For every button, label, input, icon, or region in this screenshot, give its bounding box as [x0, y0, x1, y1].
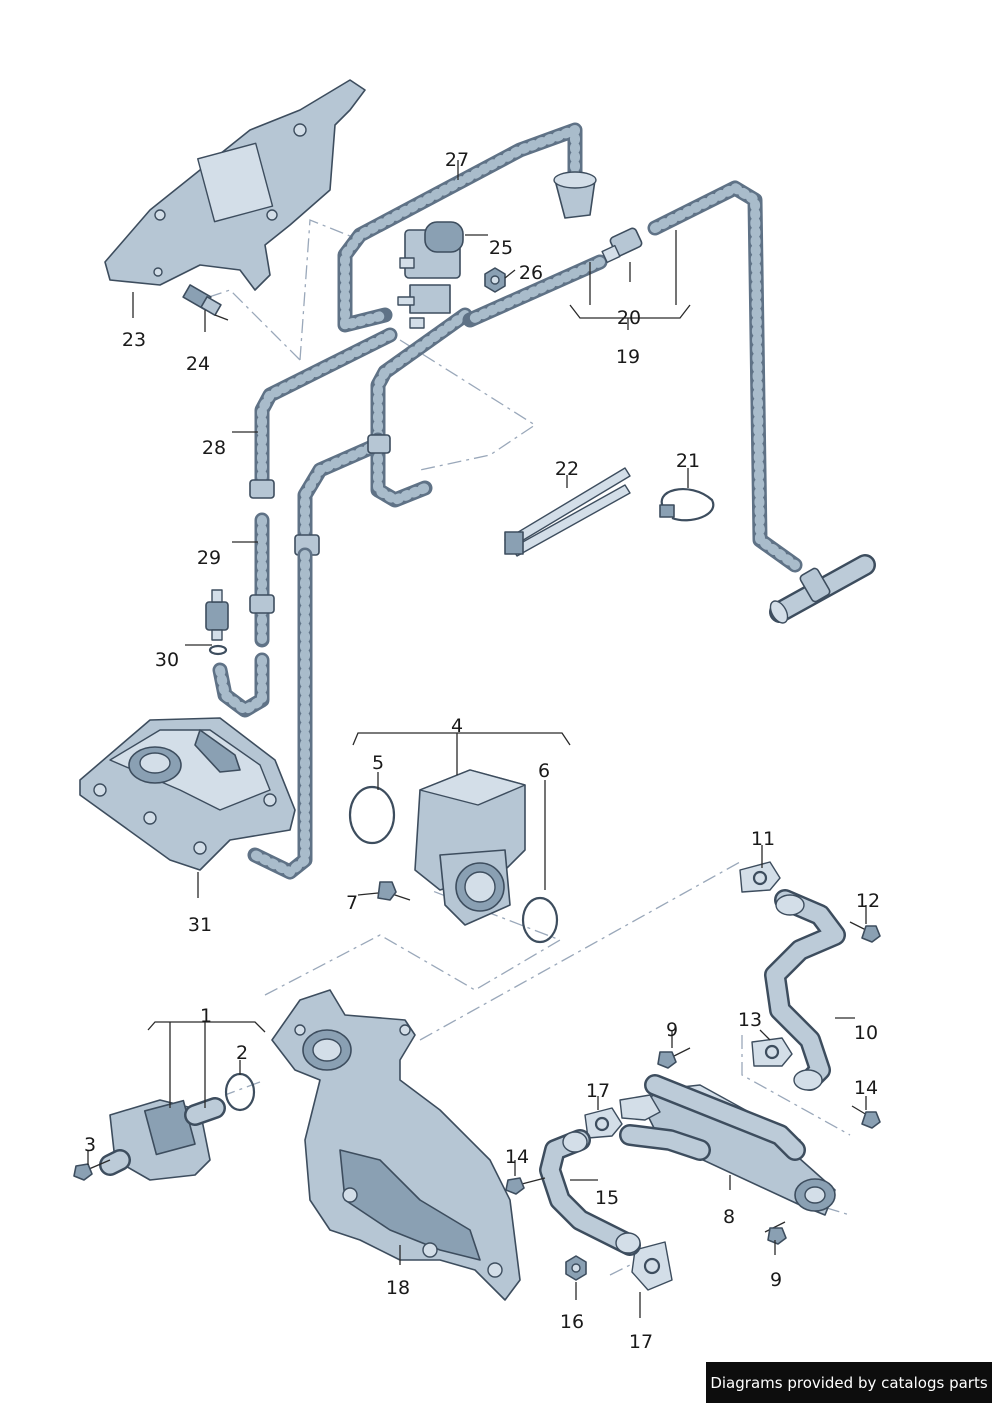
- cap-27: [553, 171, 597, 219]
- cable-tie-22: [504, 467, 631, 557]
- callout-22: 22: [555, 458, 579, 480]
- intake-manifold-18: [271, 989, 521, 1301]
- callout-6: 6: [538, 760, 550, 782]
- callout-24: 24: [186, 353, 210, 375]
- callout-25: 25: [489, 237, 513, 259]
- bolt-3: [73, 1159, 111, 1181]
- callout-17-bottom: 17: [629, 1331, 653, 1353]
- callout-5: 5: [372, 752, 384, 774]
- callout-21: 21: [676, 450, 700, 472]
- callout-3: 3: [84, 1134, 96, 1156]
- bolt-9-top: [657, 1047, 691, 1069]
- bolt-12: [849, 921, 881, 943]
- callout-18: 18: [386, 1277, 410, 1299]
- callout-12: 12: [856, 890, 880, 912]
- gasket-13: [751, 1037, 793, 1067]
- callout-27: 27: [445, 149, 469, 171]
- valve-25: [397, 221, 464, 329]
- egr-cooler-8: [619, 1074, 836, 1216]
- callout-13: 13: [738, 1009, 762, 1031]
- t-connector: [769, 554, 876, 624]
- callout-numbers: 1 2 3 4 5 6 7 8 9 9 10 11 12 13 14 14 15…: [84, 149, 880, 1353]
- gasket-17-top: [584, 1107, 623, 1139]
- credit-banner: Diagrams provided by catalogs parts: [706, 1362, 992, 1403]
- valve-cover-31: [79, 717, 296, 871]
- callout-9-bottom: 9: [770, 1269, 782, 1291]
- bolt-14-left: [505, 1177, 546, 1195]
- callout-1: 1: [200, 1005, 212, 1027]
- leader-lines: [87, 160, 867, 1318]
- callout-14-left: 14: [505, 1146, 529, 1168]
- callout-31: 31: [188, 914, 212, 936]
- callout-10: 10: [854, 1022, 878, 1044]
- hoses-upper: [254, 122, 803, 573]
- bracket-23: [104, 79, 366, 291]
- gasket-17-bottom: [631, 1241, 673, 1291]
- callout-17-top: 17: [586, 1080, 610, 1102]
- callout-7: 7: [346, 892, 358, 914]
- callout-15: 15: [595, 1187, 619, 1209]
- nut-16: [565, 1255, 587, 1281]
- callout-19: 19: [616, 346, 640, 368]
- throttle-body-4: [348, 769, 559, 944]
- callout-14-right: 14: [854, 1077, 878, 1099]
- callout-20: 20: [617, 307, 641, 329]
- filter-30: [205, 589, 229, 656]
- sensor-24: [182, 284, 229, 321]
- bolt-7: [377, 881, 411, 901]
- bolt-9-bottom: [764, 1221, 787, 1245]
- bolt-14-right: [851, 1105, 881, 1129]
- callout-30: 30: [155, 649, 179, 671]
- callout-23: 23: [122, 329, 146, 351]
- connector-20: [601, 227, 643, 264]
- callout-2: 2: [236, 1042, 248, 1064]
- hose-joints: [212, 434, 391, 880]
- gasket-11: [739, 861, 781, 893]
- callout-16: 16: [560, 1311, 584, 1333]
- pipe-15: [539, 1129, 641, 1256]
- callout-29: 29: [197, 547, 221, 569]
- nut-26: [484, 267, 506, 293]
- clamp-21: [659, 488, 715, 522]
- callout-4: 4: [451, 715, 463, 737]
- callout-9-top: 9: [666, 1019, 678, 1041]
- callout-8: 8: [723, 1206, 735, 1228]
- egr-valve-1: [99, 1072, 256, 1181]
- callout-11: 11: [751, 828, 775, 850]
- callout-26: 26: [519, 262, 543, 284]
- callout-28: 28: [202, 437, 226, 459]
- egr-pipe-10: [764, 889, 846, 1091]
